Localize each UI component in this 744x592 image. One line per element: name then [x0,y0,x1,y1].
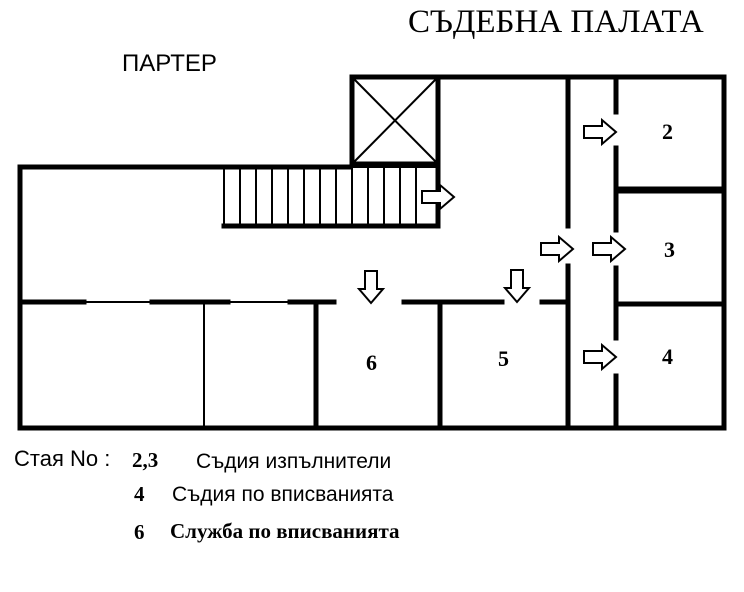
legend-number: 4 [134,482,145,506]
plan-walls [17,74,727,431]
legend-number: 2,3 [132,448,159,472]
room-number-2: 2 [662,119,673,144]
direction-arrows [356,117,627,372]
elevator-shaft [349,74,441,167]
arrow-right-icon [540,234,575,264]
room-number-3: 3 [664,237,675,262]
room-number-4: 4 [662,344,673,369]
arrow-right-icon [421,182,456,212]
arrow-right-icon [592,234,627,264]
page-title: СЪДЕБНА ПАЛАТА [408,4,704,40]
legend-description: Служба по вписванията [170,519,400,543]
arrow-right-icon [583,117,618,147]
legend-description: Съдия по вписванията [172,483,394,506]
floor-label: ПАРТЕР [122,50,217,77]
arrow-down-icon [356,270,386,305]
legend-label: Стая No : [14,446,111,471]
room-number-5: 5 [498,346,509,371]
arrow-right-icon [583,342,618,372]
shaft-cross-2 [351,76,439,165]
legend-description: Съдия изпълнители [196,450,392,473]
room-number-6: 6 [366,350,377,375]
plan-thin-lines [84,76,439,428]
staircase [223,167,417,226]
legend-number: 6 [134,520,145,544]
arrow-down-icon [502,269,532,304]
